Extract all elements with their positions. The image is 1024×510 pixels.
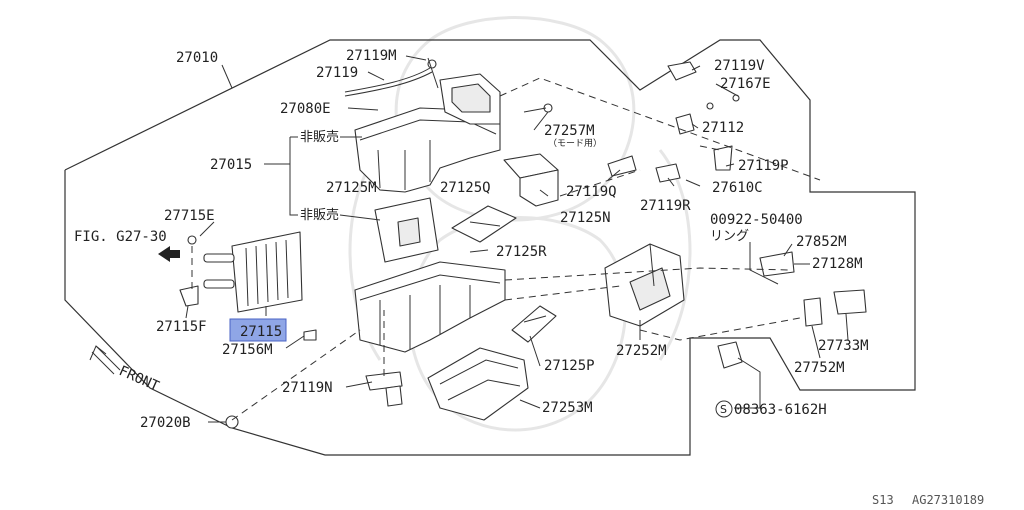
label-27733M[interactable]: 27733M [818,338,869,354]
upper-case-27015 [354,73,501,193]
lower-case [354,261,506,353]
label-27715E[interactable]: 27715E [164,208,215,224]
label-27112[interactable]: 27112 [702,120,744,136]
label-not-for-sale-1: 非販売 [300,129,339,145]
label-27252M[interactable]: 27252M [616,343,667,359]
label-27119N[interactable]: 27119N [282,380,333,396]
label-27253M[interactable]: 27253M [542,400,593,416]
heater-core-27115 [179,231,303,313]
label-27610C[interactable]: 27610C [712,180,763,196]
label-27119M[interactable]: 27119M [346,48,397,64]
label-00922-50400[interactable]: 00922-50400 [710,212,803,228]
circled-s-icon: S [715,400,733,418]
fig-arrow-icon [158,246,180,262]
label-27119[interactable]: 27119 [316,65,358,81]
circled-s-letter: S [720,403,727,416]
label-27020B[interactable]: 27020B [140,415,191,431]
label-27167E[interactable]: 27167E [720,76,771,92]
label-27015[interactable]: 27015 [210,157,252,173]
label-not-for-sale-2: 非販売 [300,207,339,223]
label-27125Q[interactable]: 27125Q [440,180,491,196]
door-27125R [451,205,517,243]
highlight-27115[interactable] [229,318,287,342]
label-27852M[interactable]: 27852M [796,234,847,250]
heater-core-fins [245,239,289,307]
label-ring: リング [710,229,749,244]
footer-model: S13 [872,493,894,507]
label-27156M[interactable]: 27156M [222,342,273,358]
label-27119V[interactable]: 27119V [714,58,765,74]
door-27125P [511,305,557,343]
label-27119R[interactable]: 27119R [640,198,691,214]
label-front: FRONT [116,363,162,395]
label-27115F[interactable]: 27115F [156,319,207,335]
label-fig-g27-30[interactable]: FIG. G27-30 [74,229,167,245]
label-27125N[interactable]: 27125N [560,210,611,226]
part-labels: 27010 27119M 27119 27080E 非販売 27015 非販売 … [74,48,869,431]
footer: S13 AG27310189 [872,493,984,507]
label-27125M[interactable]: 27125M [326,180,377,196]
label-mode-note: （モード用） [548,138,602,149]
assembly-dashed-lines [191,77,821,421]
duct-27252M [604,243,685,327]
label-27752M[interactable]: 27752M [794,360,845,376]
door-27125M [374,197,439,263]
footer-code: AG27310189 [912,493,984,507]
hardware [187,61,867,429]
label-27080E[interactable]: 27080E [280,101,331,117]
label-27125R[interactable]: 27125R [496,244,547,260]
door-27125Q [503,153,559,207]
front-arrow-icon [89,345,121,375]
rod-27119 [344,57,439,97]
leader-lines [185,55,849,423]
label-27119Q[interactable]: 27119Q [566,184,617,200]
label-08363-6162H[interactable]: 08363-6162H [734,402,827,418]
label-27125P[interactable]: 27125P [544,358,595,374]
label-27119P[interactable]: 27119P [738,158,789,174]
label-27128M[interactable]: 27128M [812,256,863,272]
tray-27253M [427,347,529,421]
label-27010[interactable]: 27010 [176,50,218,66]
label-27115[interactable]: 27115 [240,324,282,340]
label-27257M[interactable]: 27257M [544,123,595,139]
